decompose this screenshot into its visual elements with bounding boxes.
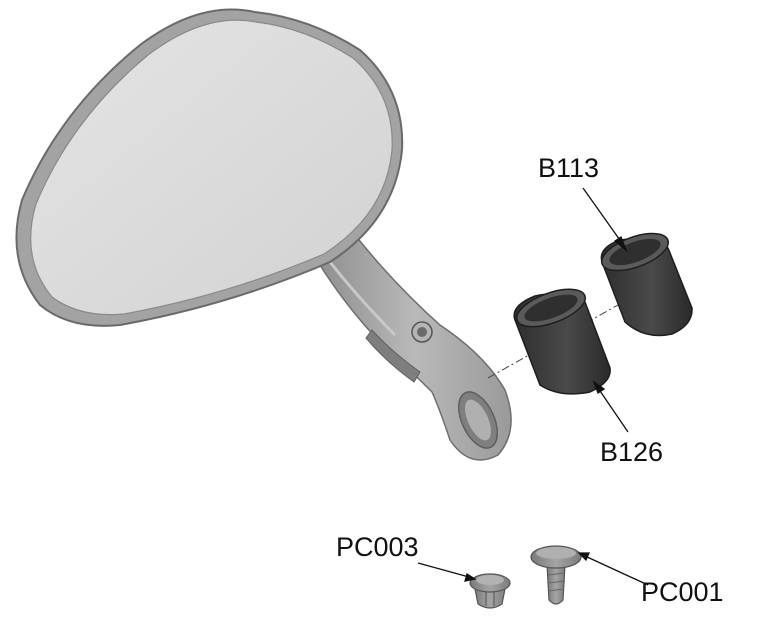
clamp-screw bbox=[411, 321, 433, 343]
leader-arrows bbox=[417, 187, 649, 586]
label-pc003: PC003 bbox=[336, 532, 419, 562]
spacer-b113 bbox=[600, 232, 693, 337]
mirror-head bbox=[15, 8, 404, 327]
leader-b113 bbox=[582, 187, 623, 244]
leader-pc003 bbox=[417, 562, 470, 578]
leader-b126 bbox=[597, 387, 629, 433]
spacer-b126 bbox=[513, 288, 611, 395]
label-b126: B126 bbox=[600, 437, 663, 467]
label-pc001: PC001 bbox=[641, 577, 724, 607]
plug-pc003 bbox=[469, 573, 511, 609]
mirror-arm bbox=[316, 233, 512, 461]
screw-pc001 bbox=[530, 545, 582, 605]
label-b113: B113 bbox=[538, 153, 599, 183]
leader-pc001 bbox=[584, 555, 649, 586]
